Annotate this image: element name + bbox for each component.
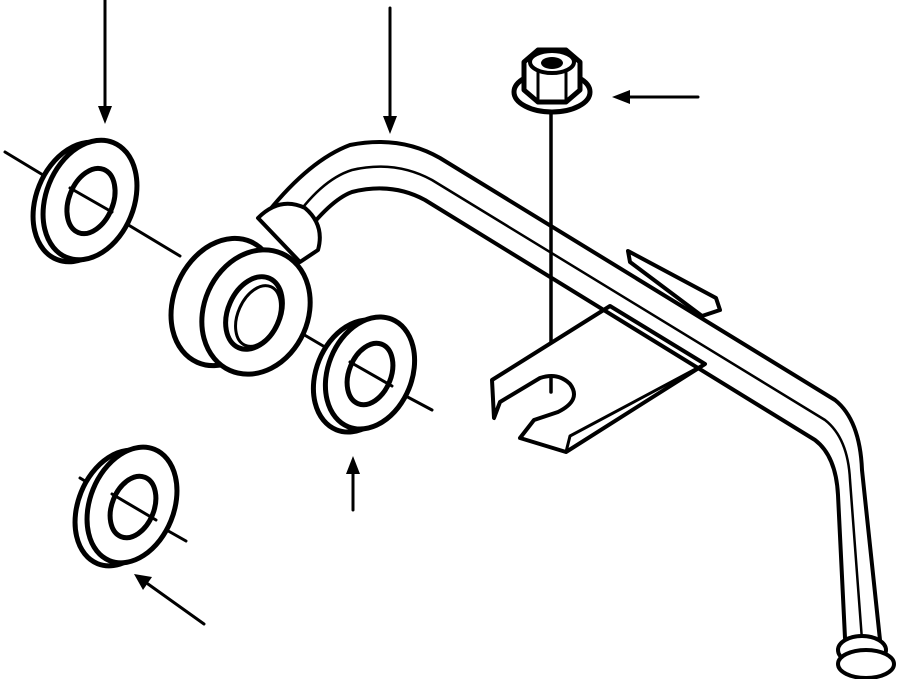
callout-arrows <box>98 0 700 626</box>
washer-lower-left <box>72 444 180 569</box>
washer-right <box>310 314 418 435</box>
mounting-bracket <box>490 249 722 454</box>
banjo-tube <box>168 139 896 679</box>
arrow-up-washer-right <box>346 456 360 512</box>
arrow-down-washer-upper-left <box>98 0 112 124</box>
washer-upper-left <box>30 137 140 265</box>
arrow-left-flange-nut <box>612 90 700 104</box>
flange-nut <box>511 47 593 115</box>
arrow-down-tube <box>383 6 397 134</box>
arrow-diagonal-washer-lower-left <box>134 574 206 626</box>
